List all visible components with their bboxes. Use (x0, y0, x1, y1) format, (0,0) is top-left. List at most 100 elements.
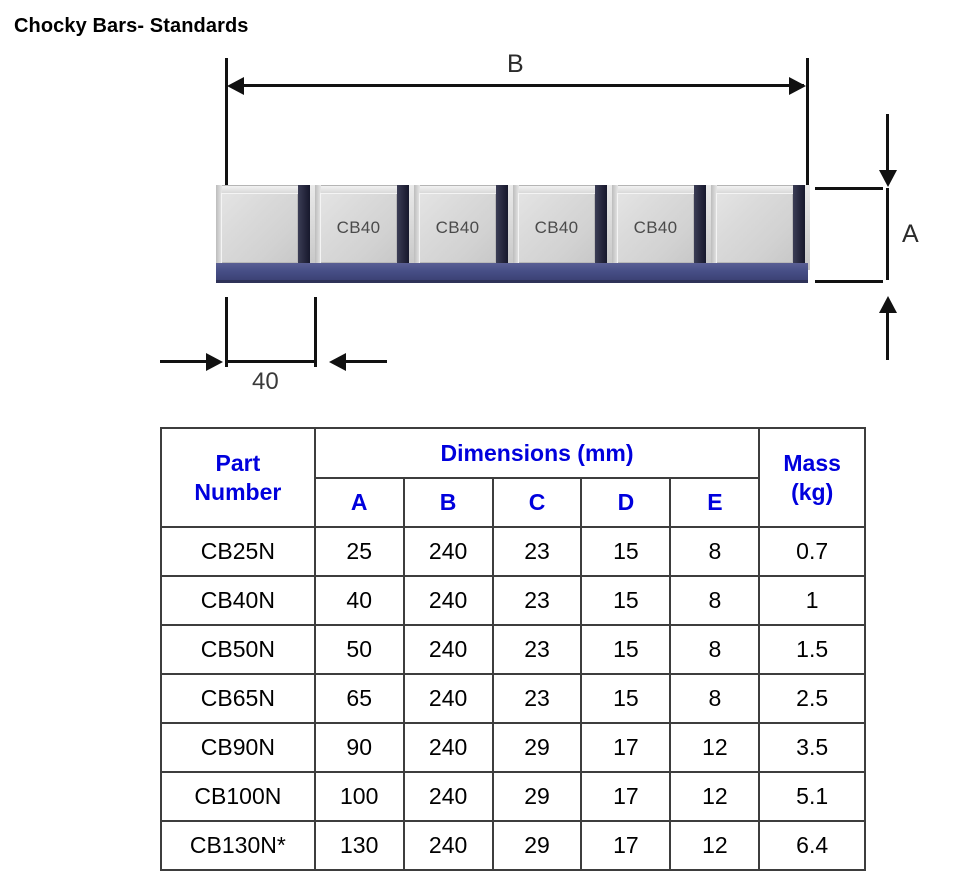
bar-base-shadow (216, 280, 808, 283)
extension-line-bottom (815, 280, 883, 283)
cell-a: 90 (313, 722, 405, 773)
cell-d: 15 (580, 526, 672, 577)
cell-part: CB65N (160, 673, 316, 724)
cell-a: 25 (313, 526, 405, 577)
pitch-leader-left (160, 360, 209, 363)
cell-b: 240 (402, 624, 494, 675)
segment-wedge-highlight (508, 185, 513, 270)
bar-segment: CB40 (414, 185, 513, 270)
cell-e: 8 (669, 526, 761, 577)
segment-wedge-highlight (805, 185, 810, 270)
table-row: CB90N 90 240 29 17 12 3.5 (160, 722, 866, 773)
cell-e: 12 (669, 722, 761, 773)
chocky-bar-diagram: B A 40 CB40 (0, 0, 980, 415)
cell-b: 240 (402, 771, 494, 822)
header-part-number: Part Number (160, 427, 316, 528)
cell-e: 8 (669, 673, 761, 724)
segment-wedge-highlight (607, 185, 612, 270)
header-dim-b: B (402, 477, 494, 528)
segment-bevel (711, 185, 717, 270)
cell-e: 8 (669, 575, 761, 626)
cell-part: CB100N (160, 771, 316, 822)
pitch-arrow-head-right (329, 353, 346, 371)
segment-bevel (612, 185, 618, 270)
cell-mass: 3.5 (758, 722, 866, 773)
cell-b: 240 (402, 575, 494, 626)
header-mass-line2: (kg) (791, 478, 834, 505)
segment-face (221, 193, 298, 263)
cell-c: 23 (491, 575, 583, 626)
dimension-line-a-upper (886, 114, 889, 172)
cell-e: 12 (669, 820, 761, 871)
segment-bevel (216, 185, 222, 270)
segment-label (221, 193, 298, 263)
table-row: CB50N 50 240 23 15 8 1.5 (160, 624, 866, 675)
cell-c: 23 (491, 526, 583, 577)
header-dim-e: E (669, 477, 761, 528)
segment-bevel (315, 185, 321, 270)
cell-part: CB50N (160, 624, 316, 675)
standards-spec-table: Part Number Dimensions (mm) Mass (kg) A … (160, 427, 866, 871)
dimension-label-pitch: 40 (252, 368, 279, 395)
cell-c: 23 (491, 673, 583, 724)
segment-label: CB40 (534, 218, 579, 237)
cell-d: 15 (580, 575, 672, 626)
cell-d: 15 (580, 673, 672, 724)
table-row: CB65N 65 240 23 15 8 2.5 (160, 673, 866, 724)
pitch-dimension-line (226, 360, 316, 363)
bar-segment: CB40 (513, 185, 612, 270)
cell-d: 17 (580, 771, 672, 822)
segment-wedge-highlight (310, 185, 315, 270)
segment-face (617, 193, 694, 263)
table-header-row-sub: A B C D E (161, 477, 865, 528)
cell-mass: 6.4 (758, 820, 866, 871)
segment-label (716, 193, 793, 263)
cell-b: 240 (402, 820, 494, 871)
segment-label: CB40 (336, 218, 381, 237)
extension-line-left (225, 58, 228, 186)
table-row: CB130N* 130 240 29 17 12 6.4 (160, 820, 866, 871)
dimension-label-a: A (902, 220, 919, 248)
cell-part: CB25N (160, 526, 316, 577)
cell-a: 50 (313, 624, 405, 675)
cell-c: 29 (491, 771, 583, 822)
cell-b: 240 (402, 722, 494, 773)
header-dim-c: C (491, 477, 583, 528)
header-part-number-line2: Number (194, 478, 282, 505)
chocky-bar-graphic: CB40 CB40 CB40 CB40 (216, 185, 810, 285)
segment-label: CB40 (633, 218, 678, 237)
table-row: CB25N 25 240 23 15 8 0.7 (160, 526, 866, 577)
cell-a: 100 (313, 771, 405, 822)
cell-a: 65 (313, 673, 405, 724)
segment-wedge-highlight (409, 185, 414, 270)
table-row: CB40N 40 240 23 15 8 1 (160, 575, 866, 626)
header-dim-a: A (313, 477, 405, 528)
arrow-head-b-right (789, 77, 806, 95)
segment-face (320, 193, 397, 263)
cell-e: 12 (669, 771, 761, 822)
cell-mass: 1.5 (758, 624, 866, 675)
cell-c: 29 (491, 722, 583, 773)
header-dim-d: D (580, 477, 672, 528)
bar-segment (216, 185, 315, 270)
pitch-extension-line-left (225, 297, 228, 367)
cell-d: 17 (580, 722, 672, 773)
dimension-line-a-inner (886, 188, 889, 280)
bar-segment: CB40 (315, 185, 414, 270)
header-part-number-line1: Part (215, 450, 261, 477)
segment-face (518, 193, 595, 263)
pitch-extension-line-right (314, 297, 317, 367)
segment-face (716, 193, 793, 263)
header-mass-line1: Mass (783, 450, 841, 477)
segment-bevel (414, 185, 420, 270)
bar-segment: CB40 (612, 185, 711, 270)
cell-d: 17 (580, 820, 672, 871)
extension-line-right (806, 58, 809, 186)
segment-bevel (513, 185, 519, 270)
segment-label: CB40 (435, 218, 480, 237)
cell-part: CB90N (160, 722, 316, 773)
dimension-line-b (232, 84, 804, 87)
bar-base-plinth (216, 263, 808, 280)
extension-line-top (815, 187, 883, 190)
cell-b: 240 (402, 526, 494, 577)
